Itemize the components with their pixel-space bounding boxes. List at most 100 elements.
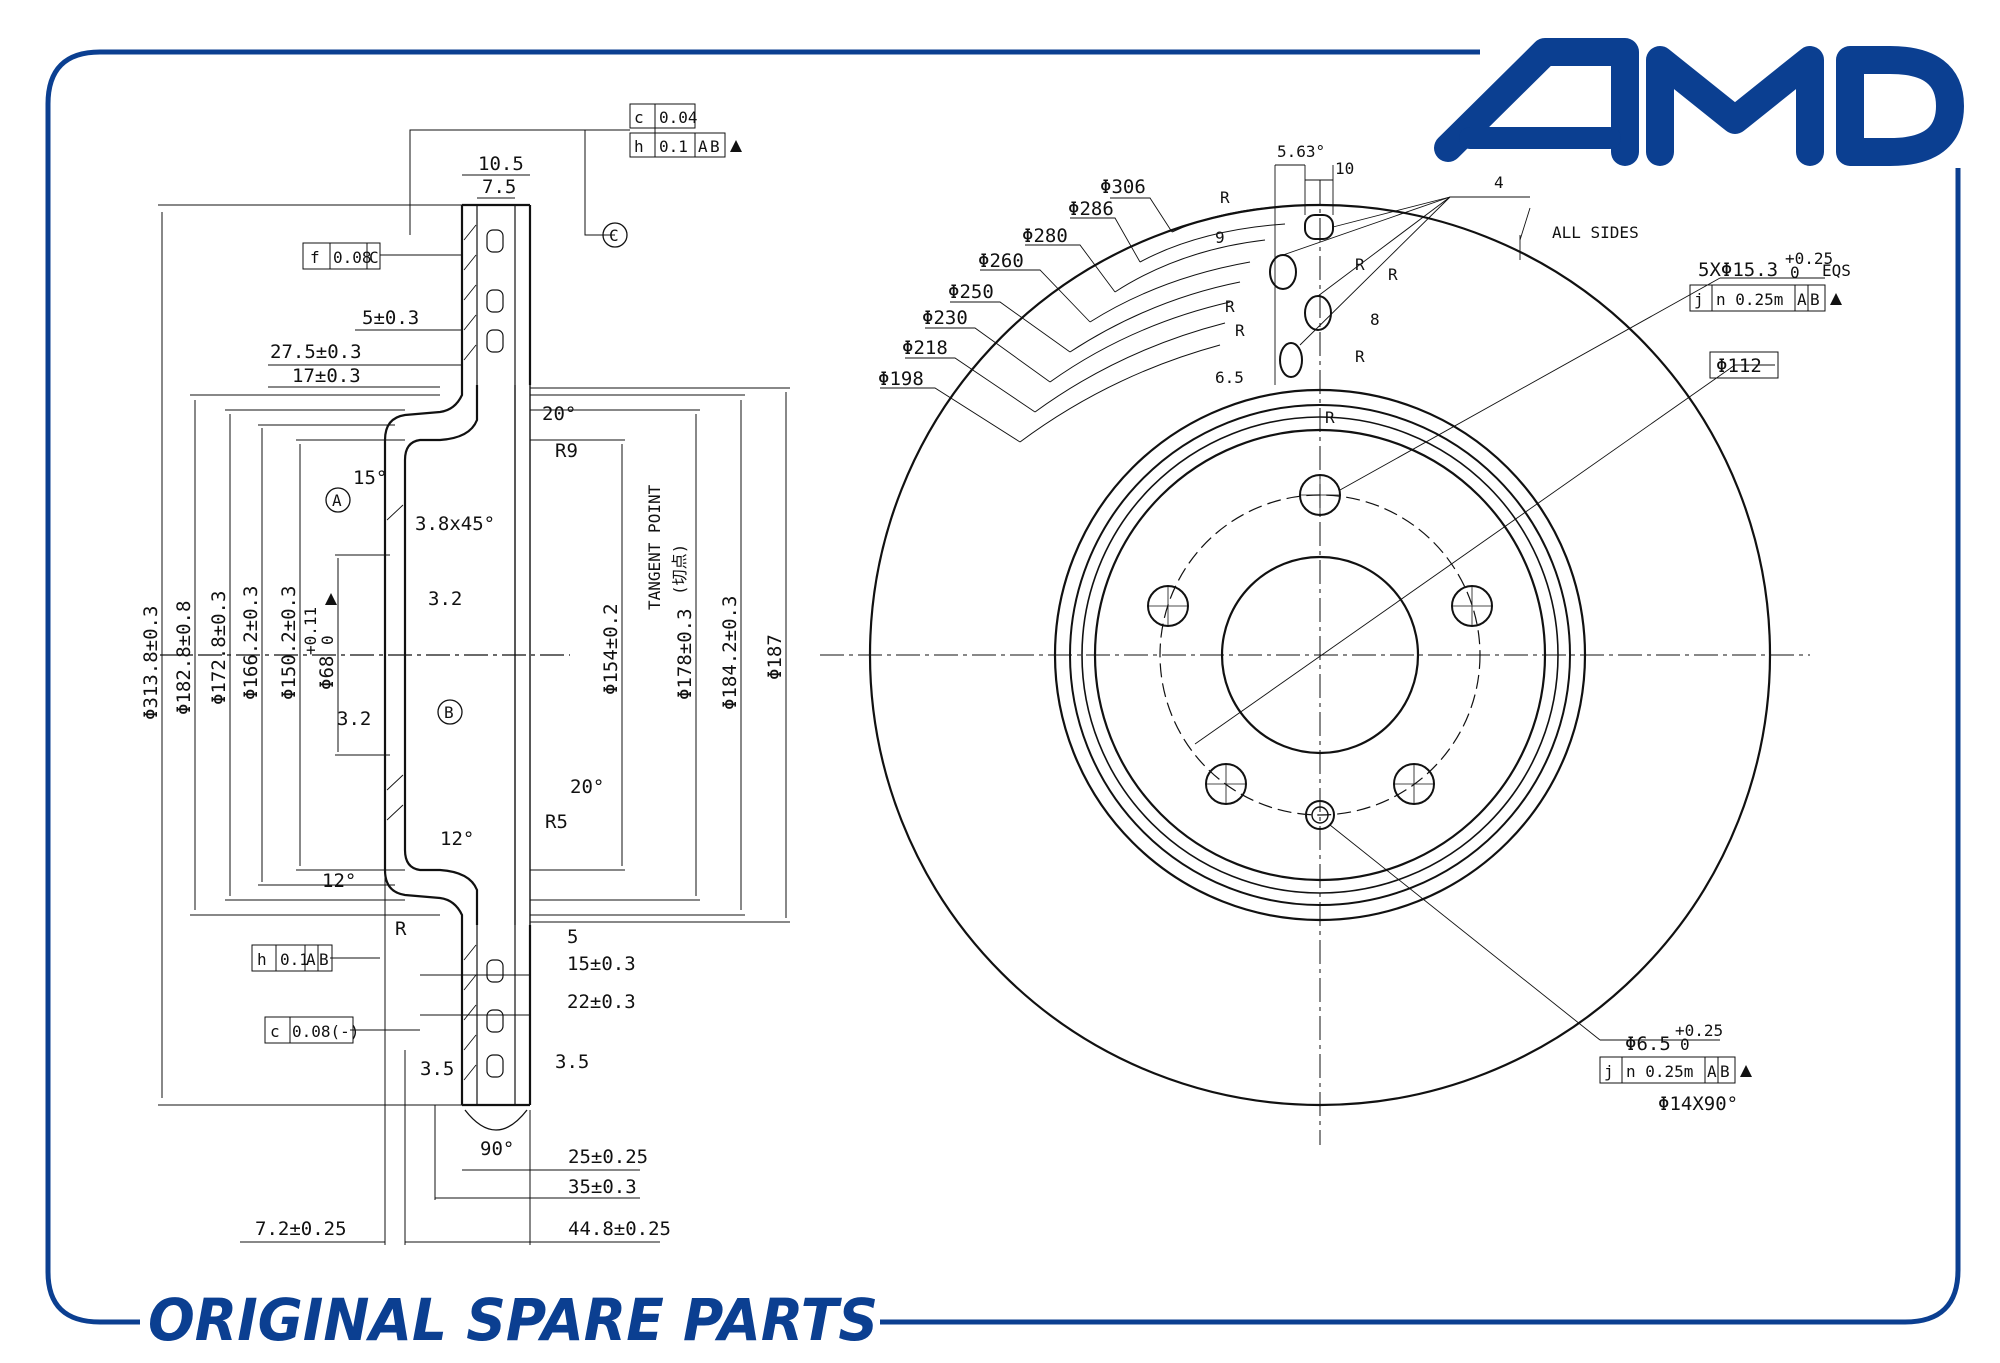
svg-text:8: 8 <box>1370 310 1380 329</box>
svg-text:0: 0 <box>1680 1035 1690 1054</box>
svg-text:6.5: 6.5 <box>1215 368 1244 387</box>
svg-text:5XΦ15.3: 5XΦ15.3 <box>1698 259 1778 281</box>
svg-text:A: A <box>306 950 316 969</box>
svg-text:Φ68: Φ68 <box>316 656 338 690</box>
fcf-c <box>264 1016 354 1044</box>
svg-text:+0.11: +0.11 <box>301 607 320 655</box>
svg-text:Φ150.2±0.3: Φ150.2±0.3 <box>278 586 300 700</box>
svg-text:Φ250: Φ250 <box>948 281 994 303</box>
svg-text:Φ178±0.3: Φ178±0.3 <box>674 608 696 700</box>
svg-text:R: R <box>395 918 407 940</box>
fcf-pin <box>1599 1056 1736 1084</box>
svg-text:Φ286: Φ286 <box>1068 198 1114 220</box>
svg-text:9: 9 <box>1215 228 1225 247</box>
svg-text:3.8x45°: 3.8x45° <box>415 513 495 535</box>
svg-text:EQS: EQS <box>1822 261 1851 280</box>
svg-text:B: B <box>319 950 329 969</box>
svg-text:B: B <box>1810 290 1820 309</box>
amd-logo <box>1434 38 1964 166</box>
pcd-box <box>1709 351 1779 379</box>
svg-text:0.1: 0.1 <box>659 137 688 156</box>
svg-text:3.5: 3.5 <box>555 1051 589 1073</box>
svg-text:R: R <box>1355 255 1365 274</box>
svg-text:B: B <box>710 137 720 156</box>
svg-text:17±0.3: 17±0.3 <box>292 365 361 387</box>
svg-text:ALL SIDES: ALL SIDES <box>1552 223 1639 242</box>
svg-text:R: R <box>1235 321 1245 340</box>
svg-text:c: c <box>270 1022 280 1041</box>
svg-text:B: B <box>444 703 454 722</box>
svg-text:0.04: 0.04 <box>659 108 698 127</box>
svg-text:0.08: 0.08 <box>333 248 372 267</box>
border-frame <box>45 49 1961 1325</box>
svg-text:7.5: 7.5 <box>482 176 516 198</box>
svg-text:Φ306: Φ306 <box>1100 176 1146 198</box>
svg-text:5: 5 <box>567 926 578 948</box>
svg-text:f: f <box>310 248 320 267</box>
svg-text:3.5: 3.5 <box>420 1058 454 1080</box>
svg-text:A: A <box>1707 1062 1717 1081</box>
svg-text:12°: 12° <box>440 828 474 850</box>
svg-text:10: 10 <box>1335 159 1354 178</box>
svg-text:Φ260: Φ260 <box>978 250 1024 272</box>
svg-text:Φ218: Φ218 <box>902 337 948 359</box>
svg-text:5.63°: 5.63° <box>1277 142 1325 161</box>
svg-text:Φ14X90°: Φ14X90° <box>1658 1093 1738 1115</box>
svg-text:Φ184.2±0.3: Φ184.2±0.3 <box>719 596 741 710</box>
svg-text:15±0.3: 15±0.3 <box>567 953 636 975</box>
svg-text:R: R <box>1325 408 1335 427</box>
svg-text:j: j <box>1604 1062 1614 1081</box>
svg-text:j: j <box>1694 290 1704 309</box>
svg-text:25±0.25: 25±0.25 <box>568 1146 648 1168</box>
svg-text:3.2: 3.2 <box>428 588 462 610</box>
svg-text:3.2: 3.2 <box>337 708 371 730</box>
svg-text:C: C <box>369 248 379 267</box>
svg-text:Φ172.8±0.3: Φ172.8±0.3 <box>208 591 230 705</box>
svg-text:Φ187: Φ187 <box>764 634 786 680</box>
svg-text:0.1: 0.1 <box>280 950 309 969</box>
fcf-bolt <box>1689 284 1826 312</box>
section-vertical-labels: Φ313.8±0.3 Φ182.8±0.8 Φ172.8±0.3 Φ166.2±… <box>140 484 786 720</box>
svg-text:R9: R9 <box>555 440 578 462</box>
svg-text:A: A <box>698 137 708 156</box>
svg-text:+0.25: +0.25 <box>1675 1021 1723 1040</box>
svg-text:0: 0 <box>1790 263 1800 282</box>
svg-text:n 0.25m: n 0.25m <box>1626 1062 1693 1081</box>
svg-text:0: 0 <box>318 635 337 645</box>
svg-text:15°: 15° <box>353 467 387 489</box>
svg-text:(切点): (切点) <box>670 544 689 595</box>
section-dim-labels: 10.5 7.5 5±0.3 27.5±0.3 17±0.3 3.8x45° R… <box>255 153 671 1240</box>
svg-text:h: h <box>257 950 267 969</box>
svg-text:0.08(-): 0.08(-) <box>292 1022 359 1041</box>
svg-text:R: R <box>1388 265 1398 284</box>
svg-text:Φ230: Φ230 <box>922 307 968 329</box>
svg-text:A: A <box>332 491 342 510</box>
svg-text:Φ313.8±0.3: Φ313.8±0.3 <box>140 606 162 720</box>
svg-text:+0.25: +0.25 <box>1785 249 1833 268</box>
svg-text:c: c <box>634 108 644 127</box>
svg-text:A: A <box>1797 290 1807 309</box>
svg-text:22±0.3: 22±0.3 <box>567 991 636 1013</box>
svg-text:5±0.3: 5±0.3 <box>362 307 419 329</box>
svg-text:12°: 12° <box>322 870 356 892</box>
svg-text:Φ280: Φ280 <box>1022 225 1068 247</box>
svg-text:27.5±0.3: 27.5±0.3 <box>270 341 362 363</box>
svg-text:n 0.25m: n 0.25m <box>1716 290 1783 309</box>
svg-text:TANGENT POINT: TANGENT POINT <box>645 484 664 610</box>
svg-text:C: C <box>609 226 619 245</box>
svg-text:Φ198: Φ198 <box>878 368 924 390</box>
svg-text:35±0.3: 35±0.3 <box>568 1176 637 1198</box>
svg-text:Φ166.2±0.3: Φ166.2±0.3 <box>240 586 262 700</box>
svg-text:20°: 20° <box>542 403 576 425</box>
fcf-f <box>302 242 381 270</box>
pcd-label: Φ112 <box>1716 355 1762 377</box>
tagline: ORIGINAL SPARE PARTS <box>148 1286 878 1354</box>
svg-text:4: 4 <box>1494 173 1504 192</box>
svg-text:10.5: 10.5 <box>478 153 524 175</box>
svg-text:h: h <box>634 137 644 156</box>
svg-text:20°: 20° <box>570 776 604 798</box>
svg-text:R: R <box>1355 347 1365 366</box>
svg-text:44.8±0.25: 44.8±0.25 <box>568 1218 671 1240</box>
svg-text:R: R <box>1225 297 1235 316</box>
